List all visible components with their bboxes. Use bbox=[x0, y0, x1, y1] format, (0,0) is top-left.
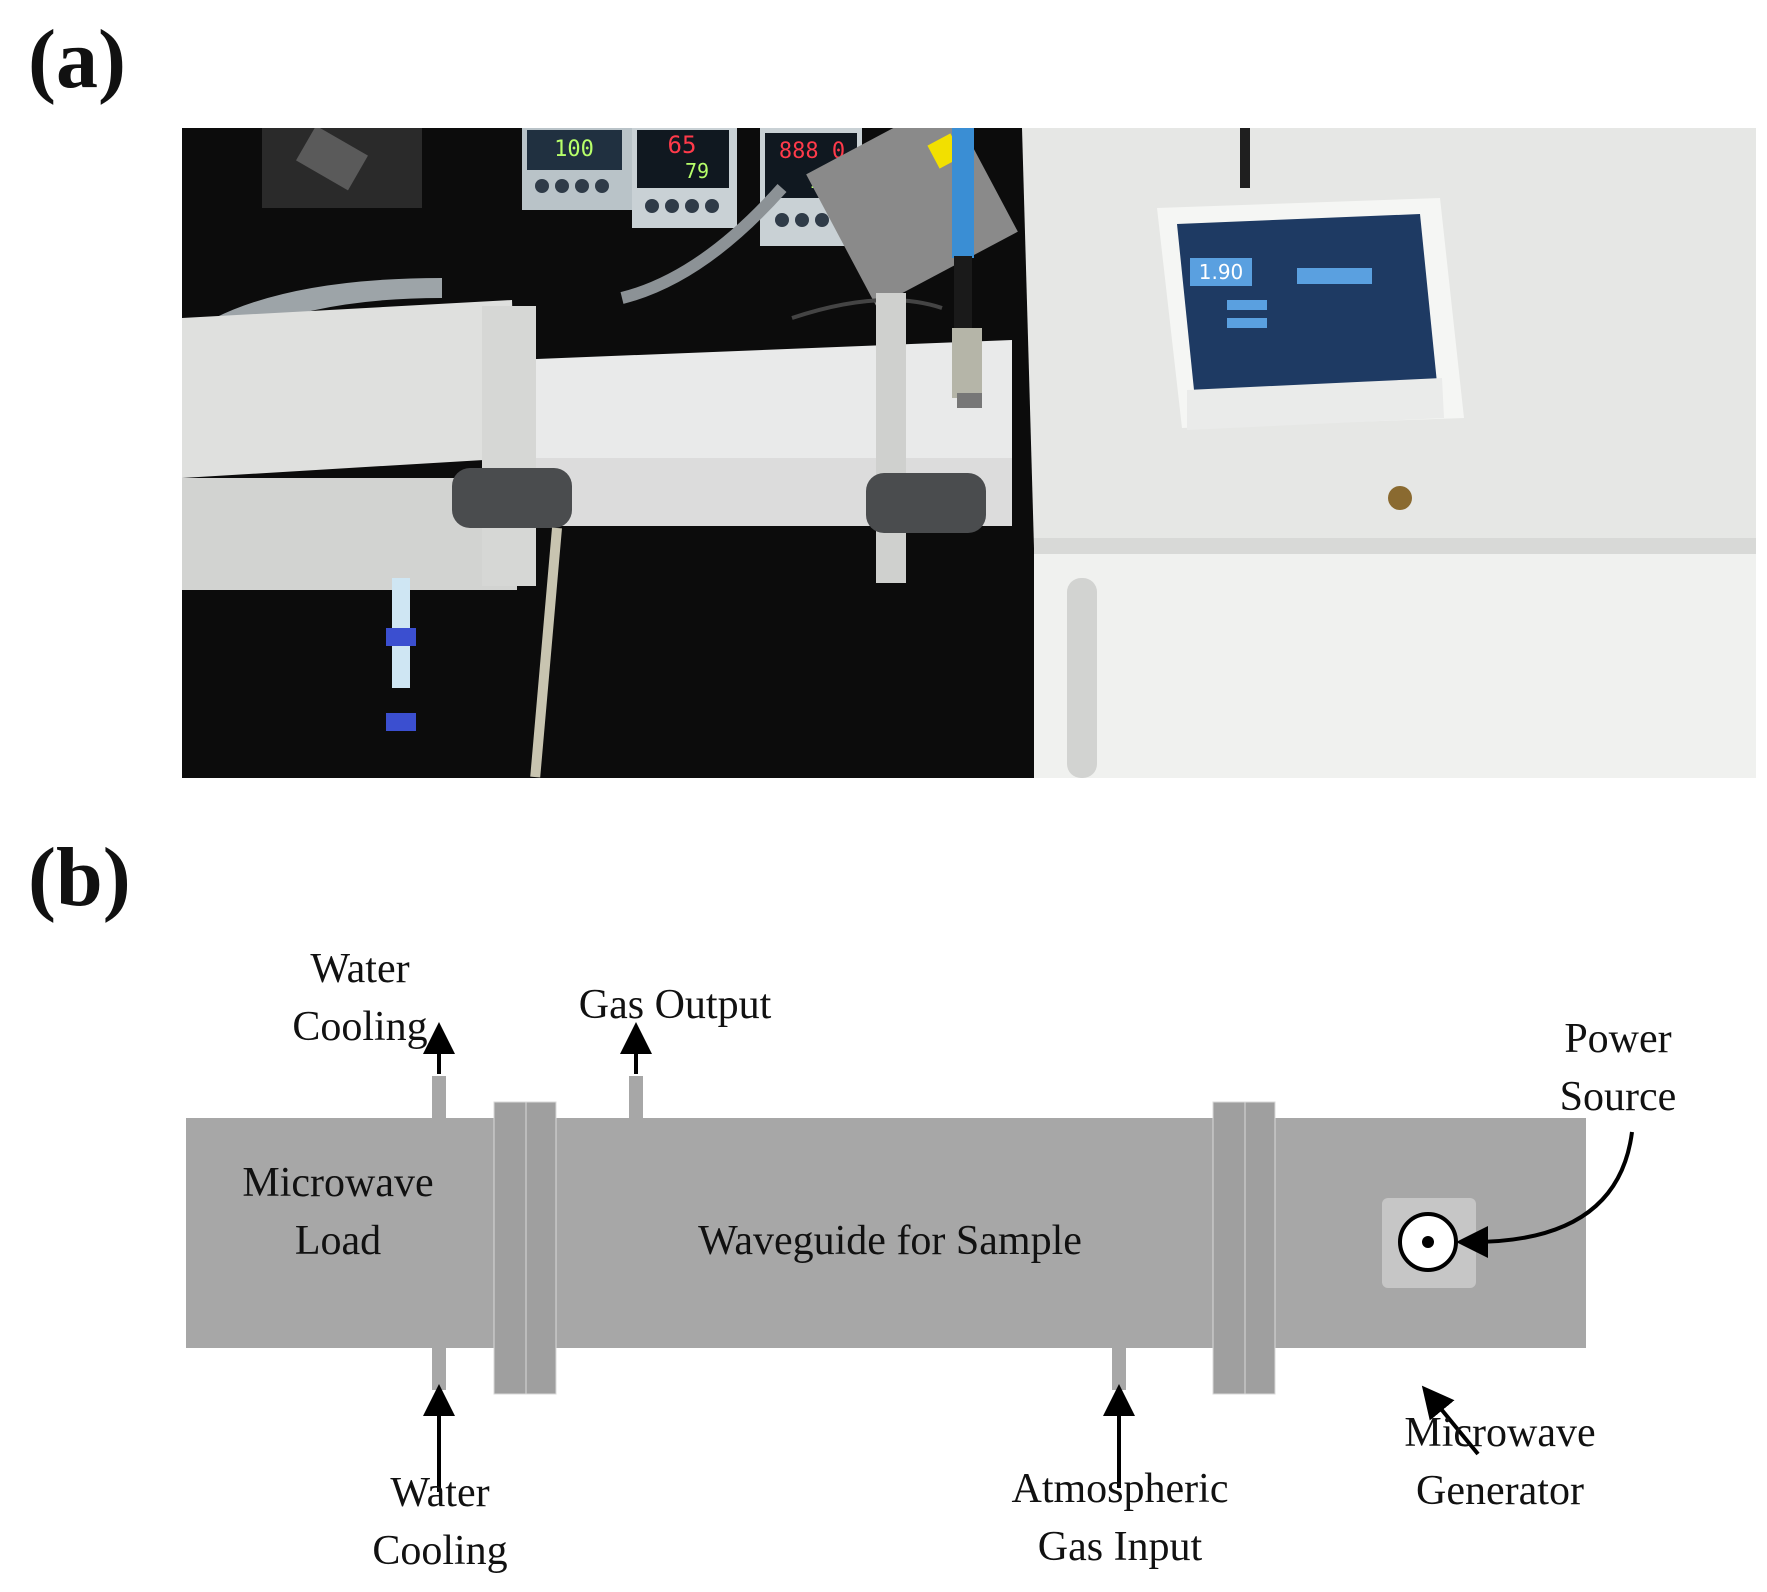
gas-output-port bbox=[629, 1076, 643, 1120]
waveguide-body bbox=[186, 1118, 1586, 1348]
label-power-source: Power Source bbox=[1559, 1016, 1677, 1120]
label-water-cooling-bottom: Water Cooling bbox=[372, 1470, 508, 1574]
label-atmospheric-gas-input: Atmospheric Gas Input bbox=[1011, 1466, 1229, 1570]
flange-right-b bbox=[1244, 1101, 1276, 1395]
screen-readout: 1.90 bbox=[1199, 260, 1244, 284]
controller-2-readout-pv: 65 bbox=[668, 131, 697, 159]
flange-left-a bbox=[493, 1101, 527, 1395]
label-microwave-generator: Microwave Generator bbox=[1404, 1410, 1596, 1514]
water-cooling-port-top bbox=[432, 1076, 446, 1120]
temperature-controller-1: 100 bbox=[522, 128, 632, 210]
label-waveguide: Waveguide for Sample bbox=[698, 1218, 1082, 1264]
touch-screen: 1.90 bbox=[1157, 198, 1464, 430]
temperature-controller-2: 65 79 bbox=[632, 128, 737, 228]
water-cooling-port-bottom bbox=[432, 1346, 446, 1390]
atmospheric-gas-input-port bbox=[1112, 1346, 1126, 1390]
setup-photo: 100 65 79 888 0 150 bbox=[182, 128, 1756, 778]
arrow-microwave-generator bbox=[1421, 1385, 1480, 1456]
flange-left-b bbox=[525, 1101, 557, 1395]
arrow-power-source bbox=[1456, 1131, 1634, 1258]
label-water-cooling-top: Water Cooling bbox=[292, 946, 428, 1050]
waveguide-schematic: Water Cooling Gas Output Power Source Mi… bbox=[0, 880, 1767, 1592]
panel-label-b: (b) bbox=[28, 831, 131, 924]
controller-2-readout-sv: 79 bbox=[685, 159, 709, 183]
flange-right-a bbox=[1212, 1101, 1246, 1395]
label-gas-output: Gas Output bbox=[578, 982, 772, 1028]
label-microwave-load: Microwave Load bbox=[242, 1160, 434, 1264]
panel-label-a: (a) bbox=[28, 13, 126, 106]
controller-1-readout: 100 bbox=[554, 137, 594, 162]
